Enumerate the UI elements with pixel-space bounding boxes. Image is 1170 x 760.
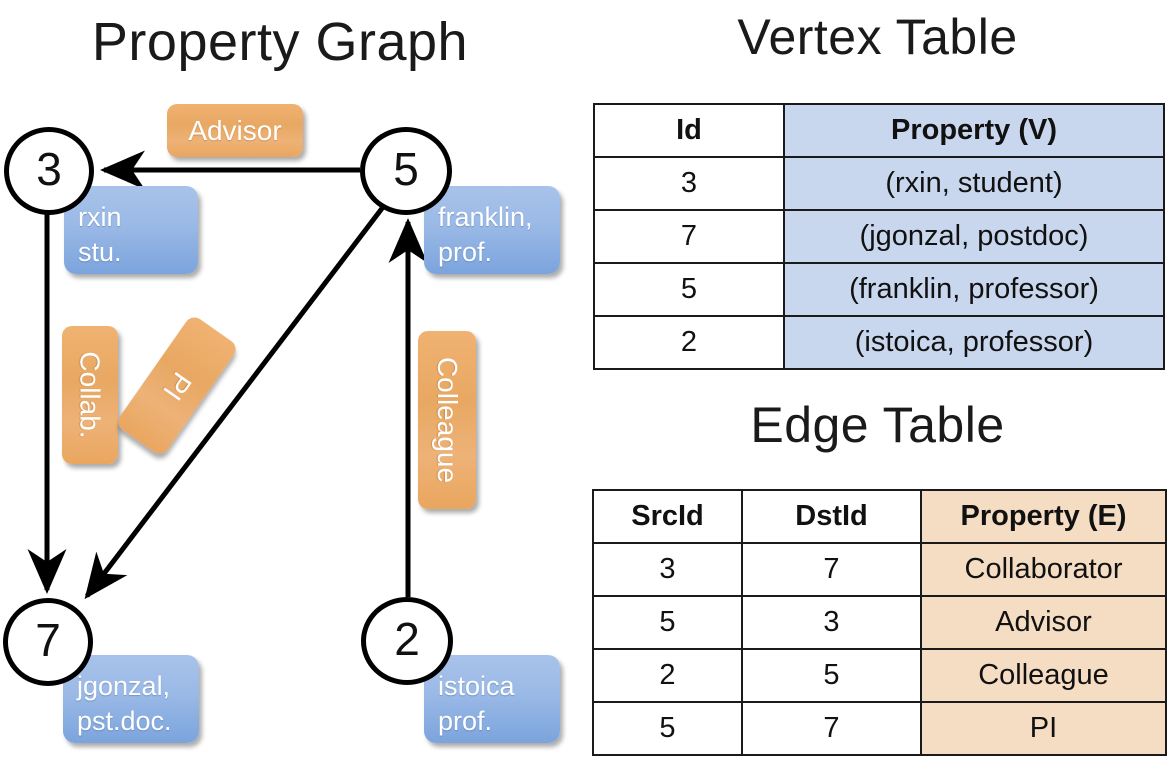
edge-cell-property: Colleague — [920, 648, 1167, 703]
graph-node-7: 7 — [3, 598, 93, 686]
edge-label-advisor: Advisor — [167, 104, 303, 157]
table-row: 2 5 Colleague — [592, 648, 1167, 703]
vertex-property-box-5: franklin, prof. — [424, 186, 560, 274]
edge-cell-dst: 7 — [741, 542, 922, 597]
edge-cell-property: Advisor — [920, 595, 1167, 650]
edge-cell-dst: 3 — [741, 595, 922, 650]
edge-label-advisor-text: Advisor — [188, 114, 282, 146]
edge-cell-dst: 7 — [741, 701, 922, 756]
vertex-property-line-2: prof. — [438, 237, 493, 267]
vertex-cell-id: 5 — [593, 262, 785, 317]
edge-cell-src: 3 — [592, 542, 743, 597]
vertex-cell-id: 3 — [593, 156, 785, 211]
table-row: 7 (jgonzal, postdoc) — [593, 209, 1165, 264]
edge-table: SrcId DstId Property (E) 3 7 Collaborato… — [592, 489, 1167, 756]
edge-label-pi-text: PI — [157, 366, 198, 406]
vertex-cell-property: (franklin, professor) — [783, 262, 1165, 317]
edge-table-header-srcid: SrcId — [592, 489, 743, 544]
table-row: 3 7 Collaborator — [592, 542, 1167, 597]
graph-node-2: 2 — [361, 597, 453, 685]
edge-cell-property: Collaborator — [920, 542, 1167, 597]
table-row: 5 3 Advisor — [592, 595, 1167, 650]
edge-cell-src: 5 — [592, 701, 743, 756]
vertex-table-header-row: Id Property (V) — [593, 103, 1165, 158]
table-row: 2 (istoica, professor) — [593, 315, 1165, 370]
vertex-property-line-2: pst.doc. — [77, 706, 172, 736]
vertex-property-line-2: prof. — [438, 706, 493, 736]
vertex-table-header-id: Id — [593, 103, 785, 158]
vertex-property-box-7: jgonzal, pst.doc. — [63, 655, 199, 743]
vertex-property-line-1: istoica — [438, 671, 515, 701]
table-row: 5 (franklin, professor) — [593, 262, 1165, 317]
vertex-cell-property: (rxin, student) — [783, 156, 1165, 211]
edge-table-header-row: SrcId DstId Property (E) — [592, 489, 1167, 544]
edge-label-collab: Collab. — [62, 326, 118, 464]
vertex-property-line-1: jgonzal, — [77, 671, 171, 701]
graph-node-3: 3 — [4, 127, 94, 215]
vertex-table: Id Property (V) 3 (rxin, student) 7 (jgo… — [593, 103, 1165, 370]
table-row: 3 (rxin, student) — [593, 156, 1165, 211]
edge-line-5-to-7 — [84, 205, 385, 600]
edge-cell-property: PI — [920, 701, 1167, 756]
vertex-cell-property: (jgonzal, postdoc) — [783, 209, 1165, 264]
edge-label-collab-text: Collab. — [75, 351, 107, 439]
edge-cell-src: 2 — [592, 648, 743, 703]
vertex-property-line-1: franklin, — [438, 202, 533, 232]
edge-cell-dst: 5 — [741, 648, 922, 703]
vertex-property-box-3: rxin stu. — [64, 186, 198, 274]
vertex-property-box-2: istoica prof. — [424, 655, 560, 743]
page-title-property-graph: Property Graph — [91, 12, 469, 72]
edge-label-colleague: Colleague — [418, 331, 476, 509]
edge-table-header-property: Property (E) — [920, 489, 1167, 544]
vertex-property-line-2: stu. — [78, 237, 122, 267]
page-title-edge-table: Edge Table — [750, 397, 1005, 453]
graph-node-3-label: 3 — [36, 143, 62, 195]
graph-node-5-label: 5 — [393, 143, 419, 195]
vertex-table-header-property: Property (V) — [783, 103, 1165, 158]
graph-edge-lines — [27, 150, 428, 600]
graph-node-5: 5 — [360, 127, 452, 215]
vertex-cell-id: 2 — [593, 315, 785, 370]
vertex-cell-id: 7 — [593, 209, 785, 264]
vertex-cell-property: (istoica, professor) — [783, 315, 1165, 370]
edge-cell-src: 5 — [592, 595, 743, 650]
edge-table-header-dstid: DstId — [741, 489, 922, 544]
table-row: 5 7 PI — [592, 701, 1167, 756]
vertex-property-line-1: rxin — [78, 202, 122, 232]
page-title-vertex-table: Vertex Table — [737, 9, 1018, 65]
graph-node-7-label: 7 — [35, 614, 61, 666]
graph-node-2-label: 2 — [394, 613, 420, 665]
edge-label-colleague-text: Colleague — [432, 356, 464, 484]
property-graph-diagram: Advisor Collab. PI Colleague rxin stu. f… — [3, 104, 560, 743]
